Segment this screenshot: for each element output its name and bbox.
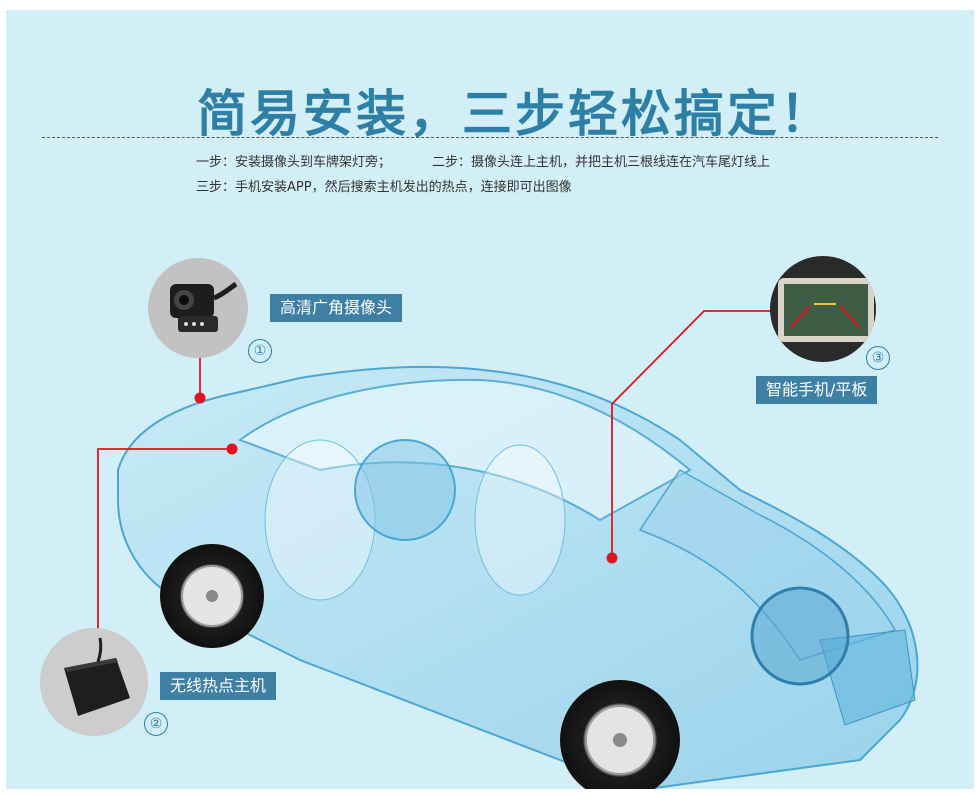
step-two-text: 二步：摄像头连上主机，并把主机三根线连在汽车尾灯线上	[432, 155, 771, 170]
hotspot-connection-dot	[226, 443, 238, 455]
tablet-thumbnail	[770, 256, 876, 362]
connector-lines	[97, 310, 776, 630]
step-one-text: 一步：安装摄像头到车牌架灯旁；	[196, 155, 392, 170]
page-title: 简易安装，三步轻松搞定！	[197, 85, 833, 143]
rear-seat	[264, 439, 376, 601]
tablet-icon	[778, 278, 874, 342]
tablet-label: 智能手机/平板	[756, 376, 878, 404]
spare-wheel	[354, 439, 456, 541]
front-seat	[474, 444, 566, 596]
step-number-2: ②	[144, 712, 168, 736]
far-front-wheel	[750, 586, 850, 686]
camera-connection-dot	[194, 392, 206, 404]
dashed-divider	[42, 137, 938, 138]
camera-icon	[170, 281, 238, 332]
hotspot-label: 无线热点主机	[160, 672, 277, 700]
step-three-text: 三步：手机安装APP，然后搜索主机发出的热点，连接即可出图像	[196, 180, 572, 195]
camera-thumbnail	[148, 258, 248, 358]
camera-label: 高清广角摄像头	[270, 294, 403, 322]
tablet-connection-dot	[606, 552, 618, 564]
hotspot-thumbnail	[40, 628, 148, 736]
step-number-1: ①	[248, 339, 272, 363]
car-body	[117, 365, 919, 792]
hotspot-box-icon	[64, 637, 130, 716]
step-number-3: ③	[866, 346, 890, 370]
